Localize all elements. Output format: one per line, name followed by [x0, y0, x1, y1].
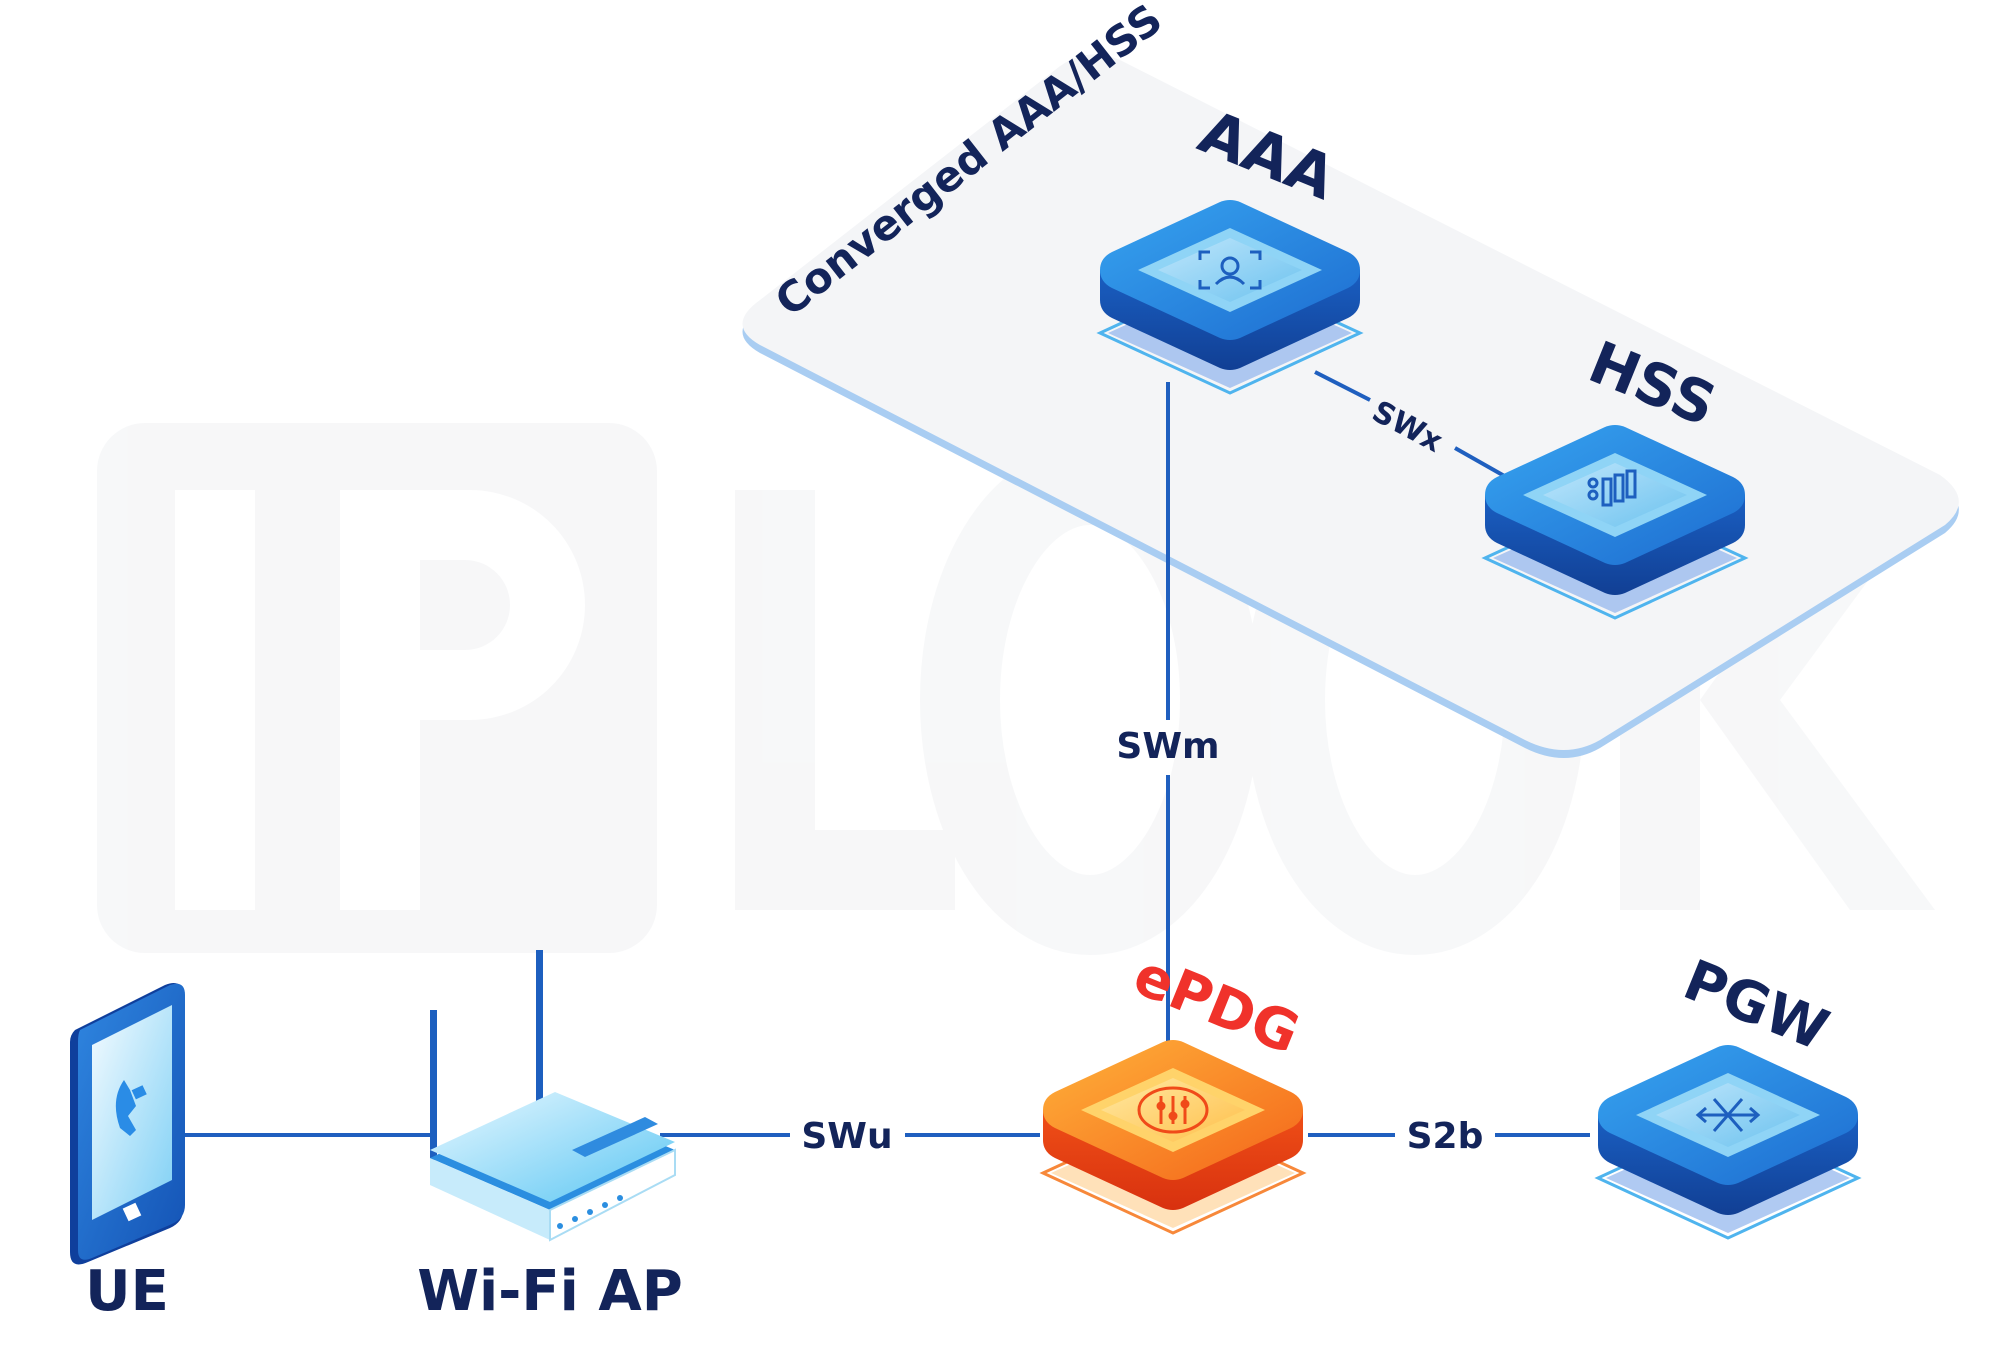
node-wifi-ap[interactable]	[430, 950, 676, 1242]
node-epdg[interactable]	[1039, 1040, 1307, 1235]
node-pgw[interactable]	[1594, 1045, 1862, 1240]
gateway-tuning-icon	[1137, 1086, 1209, 1134]
link-swx-line-a	[1314, 370, 1371, 402]
router-status-lights	[557, 1195, 623, 1229]
link-label-s2b: S2b	[1407, 1116, 1484, 1157]
node-label-wifi-ap: Wi-Fi AP	[417, 1259, 683, 1324]
node-hss[interactable]	[1481, 425, 1749, 620]
subscriber-database-icon	[1587, 469, 1637, 507]
node-label-pgw: PGW	[1675, 948, 1837, 1064]
link-label-swu: SWu	[801, 1116, 892, 1157]
node-ue[interactable]	[70, 983, 185, 1265]
node-aaa[interactable]	[1096, 200, 1364, 395]
link-label-swm: SWm	[1116, 726, 1219, 767]
user-scan-icon	[1198, 250, 1262, 290]
phone-call-icon	[115, 1080, 147, 1136]
routing-arrows-icon	[1695, 1098, 1761, 1132]
links	[185, 370, 1590, 1137]
node-label-ue: UE	[85, 1259, 169, 1324]
